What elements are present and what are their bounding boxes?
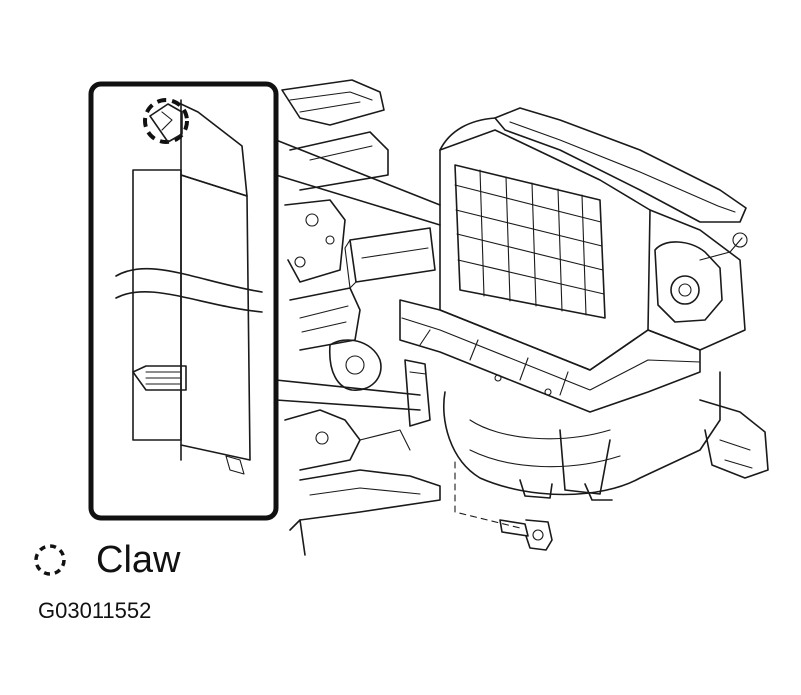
hvac-case xyxy=(399,107,769,501)
mounting-screw xyxy=(454,461,553,551)
dashboard-structure xyxy=(281,79,441,556)
figure-code: G03011552 xyxy=(38,598,152,623)
duct-connector xyxy=(344,227,436,289)
legend: Claw xyxy=(30,532,180,588)
claw-dashed-circle-icon xyxy=(34,544,66,576)
detail-callout-frame xyxy=(88,81,279,521)
callout-leader-lines xyxy=(275,139,441,411)
legend-label-claw: Claw xyxy=(96,538,181,581)
claw-marker xyxy=(143,98,189,144)
